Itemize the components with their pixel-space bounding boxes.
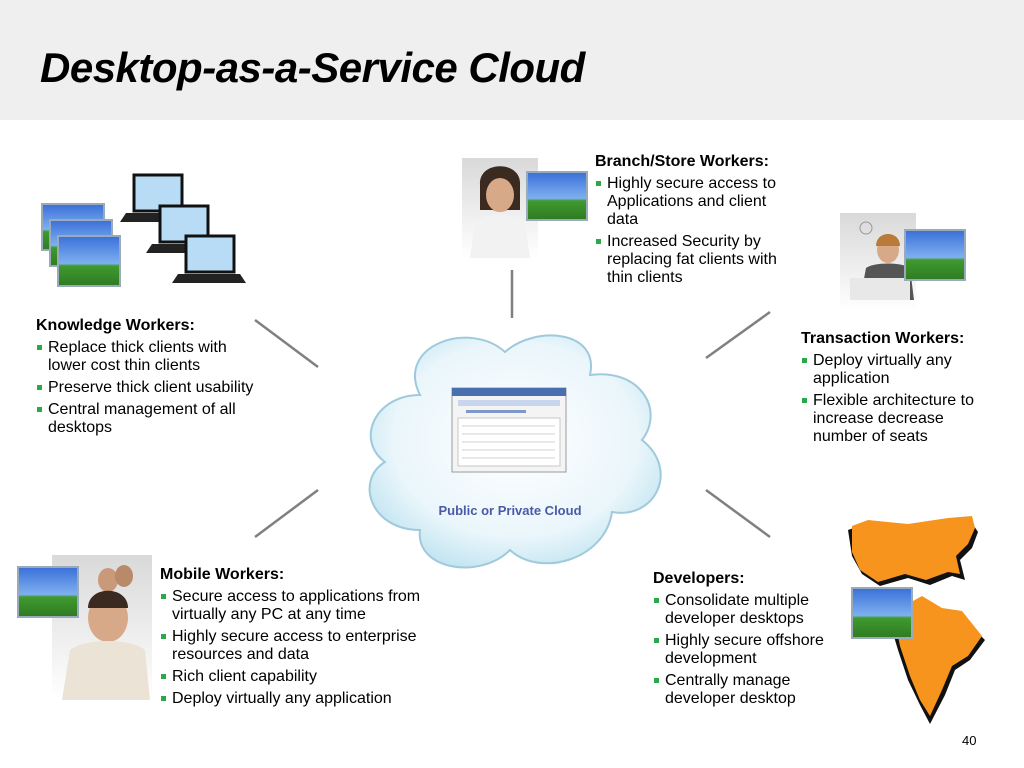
- branch-workers-heading: Branch/Store Workers:: [595, 153, 769, 170]
- list-item: Centrally manage developer desktop: [653, 672, 843, 708]
- branch-desktop-window-icon: [526, 171, 588, 221]
- list-item: Preserve thick client usability: [36, 379, 261, 397]
- knowledge-workers-heading: Knowledge Workers:: [36, 317, 195, 334]
- mobile-workers-list: Secure access to applications from virtu…: [160, 588, 450, 708]
- branch-worker-photo: [462, 158, 538, 258]
- list-item: Central management of all desktops: [36, 401, 261, 437]
- list-item: Consolidate multiple developer desktops: [653, 592, 843, 628]
- india-map-icon: [892, 596, 985, 724]
- connector-lines: [254, 270, 771, 539]
- connector-knowledge: [254, 318, 319, 369]
- list-item: Secure access to applications from virtu…: [160, 588, 450, 624]
- laptop-icon-3: [172, 234, 246, 283]
- transaction-worker-photo: [840, 213, 916, 311]
- branch-workers-block: Branch/Store Workers: Highly secure acce…: [595, 153, 800, 291]
- developers-block: Developers: Consolidate multiple develop…: [653, 570, 843, 712]
- transaction-workers-list: Deploy virtually any application Flexibl…: [801, 352, 1001, 446]
- cloud-screenshot-icon: [451, 387, 567, 473]
- list-item: Deploy virtually any application: [801, 352, 1001, 388]
- branch-workers-list: Highly secure access to Applications and…: [595, 175, 800, 287]
- transaction-workers-block: Transaction Workers: Deploy virtually an…: [801, 330, 1001, 450]
- list-item: Highly secure access to Applications and…: [595, 175, 800, 229]
- slide-title: Desktop-as-a-Service Cloud: [40, 44, 585, 91]
- list-item: Flexible architecture to increase decrea…: [801, 392, 1001, 446]
- knowledge-workers-block: Knowledge Workers: Replace thick clients…: [36, 317, 261, 441]
- knowledge-desktop-windows-icon: [41, 203, 121, 287]
- developers-heading: Developers:: [653, 570, 745, 587]
- usa-map-icon: [848, 516, 978, 586]
- transaction-workers-heading: Transaction Workers:: [801, 330, 965, 347]
- page-number: 40: [962, 733, 977, 748]
- list-item: Increased Security by replacing fat clie…: [595, 233, 800, 287]
- connector-developers: [705, 488, 771, 539]
- transaction-desktop-window-icon: [904, 229, 966, 281]
- title-bar: [0, 0, 1024, 120]
- connector-mobile: [254, 488, 319, 539]
- connector-transaction: [705, 310, 771, 360]
- list-item: Highly secure offshore development: [653, 632, 843, 668]
- developer-desktop-window-icon: [851, 587, 913, 639]
- mobile-workers-heading: Mobile Workers:: [160, 566, 285, 583]
- cloud-shape: [368, 334, 662, 569]
- list-item: Replace thick clients with lower cost th…: [36, 339, 261, 375]
- mobile-workers-block: Mobile Workers: Secure access to applica…: [160, 566, 450, 712]
- mobile-desktop-window-icon: [17, 566, 79, 618]
- list-item: Rich client capability: [160, 668, 450, 686]
- list-item: Deploy virtually any application: [160, 690, 450, 708]
- cloud-label: Public or Private Cloud: [438, 503, 582, 518]
- list-item: Highly secure access to enterprise resou…: [160, 628, 450, 664]
- developers-list: Consolidate multiple developer desktops …: [653, 592, 843, 708]
- knowledge-workers-list: Replace thick clients with lower cost th…: [36, 339, 261, 437]
